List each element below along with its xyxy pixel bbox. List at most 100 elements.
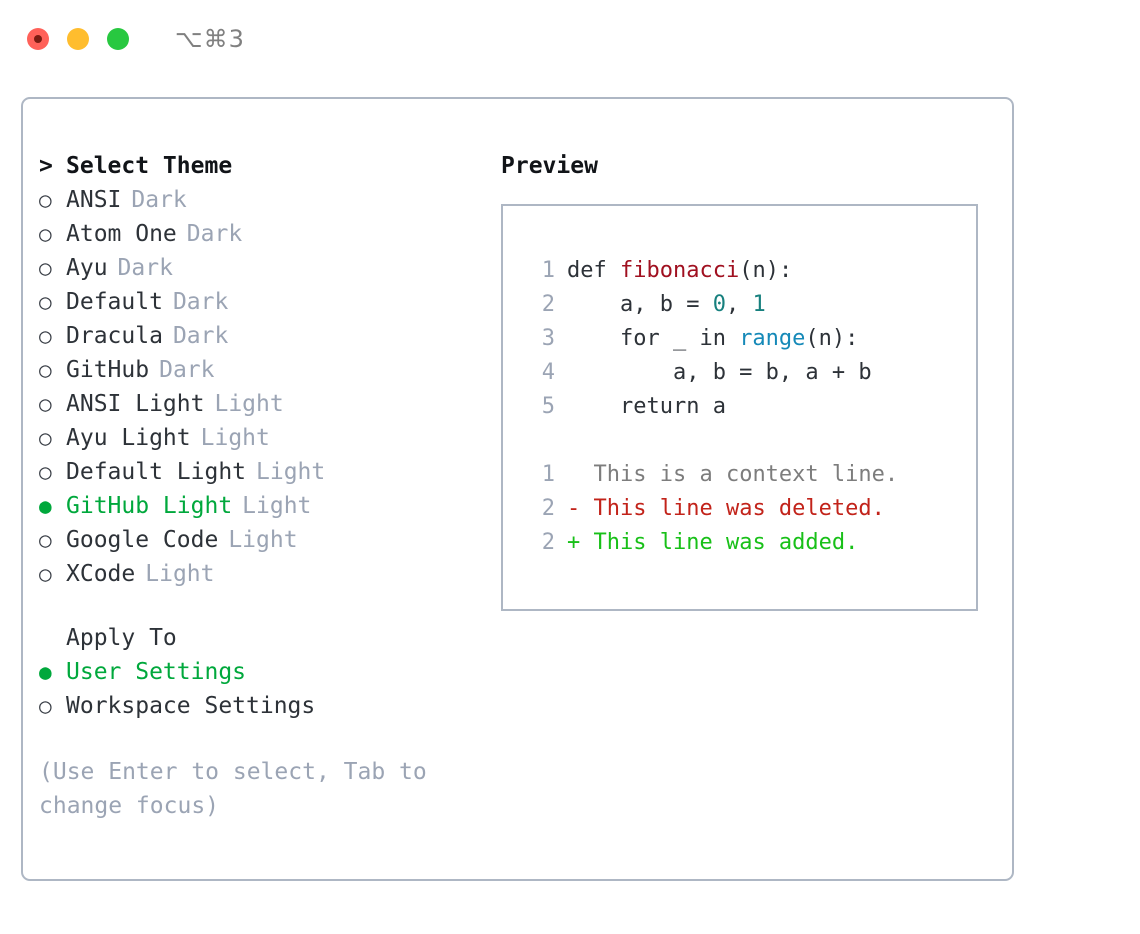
theme-type-badge: Dark: [117, 255, 173, 281]
theme-type-badge: Light: [214, 391, 284, 417]
keyboard-shortcut-label: ⌥⌘3: [175, 25, 245, 53]
code-line: 2 a, b = 0, 1: [525, 288, 976, 322]
code-line-number: 1: [541, 258, 555, 283]
code-line-number: 5: [541, 394, 555, 419]
code-line: 1 def fibonacci(n):: [525, 254, 976, 288]
theme-name: GitHub: [66, 357, 150, 383]
code-token: 1: [752, 292, 766, 317]
theme-name: ANSI Light: [66, 391, 205, 417]
radio-unselected-icon[interactable]: ○: [39, 324, 52, 348]
apply-to-section: Apply To ● User Settings ○Workspace Settin…: [39, 621, 469, 723]
diff-line: 1 This is a context line.: [525, 458, 976, 492]
theme-name: Ayu: [66, 255, 108, 281]
radio-selected-icon[interactable]: ●: [39, 660, 52, 684]
theme-list-item[interactable]: ○ ANSI Light Light: [39, 387, 469, 421]
diff-sign: +: [567, 530, 594, 555]
theme-list-item[interactable]: ○ Default Light Light: [39, 455, 469, 489]
theme-list-item[interactable]: ● GitHub Light Light: [39, 489, 469, 523]
keyboard-hint-text: (Use Enter to select, Tab to change focu…: [39, 759, 427, 819]
theme-type-badge: Dark: [131, 187, 187, 213]
radio-unselected-icon[interactable]: ○: [39, 358, 52, 382]
diff-text: This line was deleted.: [593, 496, 885, 521]
radio-unselected-icon[interactable]: ○: [39, 460, 52, 484]
theme-list-item[interactable]: ○ Ayu Light Light: [39, 421, 469, 455]
theme-name: Google Code: [66, 527, 219, 553]
radio-unselected-icon[interactable]: ○: [39, 188, 52, 212]
diff-sign: [567, 458, 594, 492]
code-line: 4 a, b = b, a + b: [525, 356, 976, 390]
theme-type-badge: Dark: [186, 221, 243, 247]
radio-unselected-icon[interactable]: ○: [39, 528, 52, 552]
code-token: 0: [712, 292, 726, 317]
theme-list-item[interactable]: ○ Ayu Dark: [39, 251, 469, 285]
radio-unselected-icon[interactable]: ○: [39, 562, 52, 586]
theme-type-badge: Light: [242, 493, 312, 519]
prompt-caret-icon: >: [39, 153, 53, 179]
code-token: ,: [725, 292, 753, 317]
code-line: 3 for _ in range(n):: [525, 322, 976, 356]
title-bar: ⌥⌘3: [0, 0, 1140, 78]
radio-unselected-icon[interactable]: ○: [39, 256, 52, 280]
preview-spacer: [525, 424, 976, 458]
radio-unselected-icon[interactable]: ○: [39, 290, 52, 314]
theme-name: XCode: [66, 561, 136, 587]
theme-list-item[interactable]: ○ ANSI Dark: [39, 183, 469, 217]
radio-unselected-icon[interactable]: ○: [39, 426, 52, 450]
diff-line: 2- This line was deleted.: [525, 492, 976, 526]
code-line: 5 return a: [525, 390, 976, 424]
theme-name: ANSI: [66, 187, 122, 213]
theme-type-badge: Light: [145, 561, 215, 587]
maximize-window-button[interactable]: [107, 28, 129, 50]
theme-name: GitHub Light: [66, 493, 233, 519]
select-theme-title: Select Theme: [66, 153, 233, 179]
radio-unselected-icon[interactable]: ○: [39, 392, 52, 416]
diff-line-number: 1: [541, 462, 555, 487]
diff-line: 2 + This line was added.: [525, 526, 976, 560]
radio-unselected-icon[interactable]: ○: [39, 222, 52, 246]
theme-type-badge: Light: [200, 425, 270, 451]
code-token: a, b =: [567, 292, 713, 317]
diff-text: This line was added.: [593, 530, 859, 555]
code-token: def: [567, 258, 620, 283]
code-line-number: 3: [541, 326, 555, 351]
minimize-window-button[interactable]: [67, 28, 89, 50]
theme-type-badge: Light: [256, 459, 326, 485]
apply-to-label: User Settings: [66, 659, 247, 685]
apply-to-option[interactable]: ● User Settings: [39, 655, 469, 689]
apply-to-title: Apply To: [66, 625, 177, 651]
code-token: (n):: [739, 258, 793, 283]
theme-list-item[interactable]: ○ XCode Light: [39, 557, 469, 591]
apply-to-option[interactable]: ○Workspace Settings: [39, 689, 469, 723]
theme-list-item[interactable]: ○ GitHub Dark: [39, 353, 469, 387]
theme-list-item[interactable]: ○ Atom One Dark: [39, 217, 469, 251]
theme-type-badge: Dark: [159, 357, 215, 383]
radio-unselected-icon[interactable]: ○: [39, 694, 52, 718]
code-token: (n):: [805, 326, 859, 351]
preview-title: Preview: [501, 153, 598, 179]
select-theme-header: > Select Theme: [39, 149, 469, 183]
apply-to-list: ● User Settings ○Workspace Settings: [39, 655, 469, 723]
close-window-button[interactable]: [27, 28, 49, 50]
diff-line-number: 2: [541, 496, 555, 521]
diff-sample: 1 This is a context line.2- This line wa…: [525, 458, 976, 560]
code-token: range: [739, 326, 806, 351]
diff-text: This is a context line.: [593, 462, 899, 487]
theme-name: Ayu Light: [66, 425, 191, 451]
theme-name: Default Light: [66, 459, 247, 485]
diff-line-number: 2: [541, 530, 555, 555]
radio-selected-icon[interactable]: ●: [39, 494, 52, 518]
code-token: fibonacci: [619, 258, 740, 283]
code-line-number: 4: [541, 360, 555, 385]
code-token: a, b = b, a + b: [567, 360, 872, 385]
theme-name: Atom One: [66, 221, 177, 247]
